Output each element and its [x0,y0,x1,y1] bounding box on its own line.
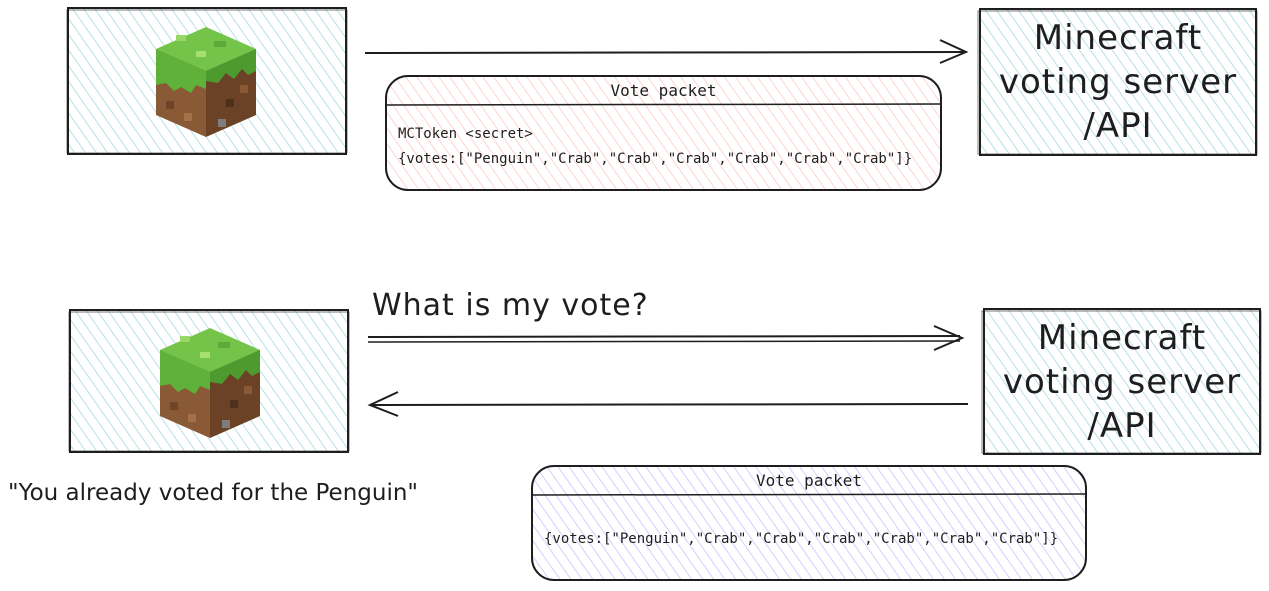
server-label-line2: voting server [998,62,1238,102]
server-label-line2: voting server [1002,362,1242,402]
server-label-line1: Minecraft [1037,318,1207,358]
server-label-top: Minecraft voting server /API [980,16,1256,148]
packet-token-line: MCToken <secret> [398,126,533,142]
packet-title-top: Vote packet [610,81,717,100]
question-label: What is my vote? [372,288,649,323]
packet-box-bottom [531,465,1087,581]
request-arrow-bottom [367,325,965,351]
minecraft-grass-block-icon [156,27,256,137]
server-box-bottom [981,308,1262,455]
server-label-line3: /API [1083,106,1153,146]
server-label-line1: Minecraft [1033,18,1203,58]
server-label-line3: /API [1087,406,1157,446]
packet-title-bottom: Vote packet [756,471,862,490]
request-arrow-top [364,39,969,64]
minecraft-grass-block-icon [160,328,260,438]
packet-box-top [385,75,942,191]
server-label-bottom: Minecraft voting server /API [984,316,1260,448]
server-box-top [977,8,1258,156]
packet-votes-line-top: {votes:["Penguin","Crab","Crab","Crab","… [398,151,913,167]
response-arrow-bottom [367,391,969,417]
reply-label: "You already voted for the Penguin" [8,480,418,506]
packet-votes-line-bottom: {votes:["Penguin","Crab","Crab","Crab","… [544,531,1059,547]
